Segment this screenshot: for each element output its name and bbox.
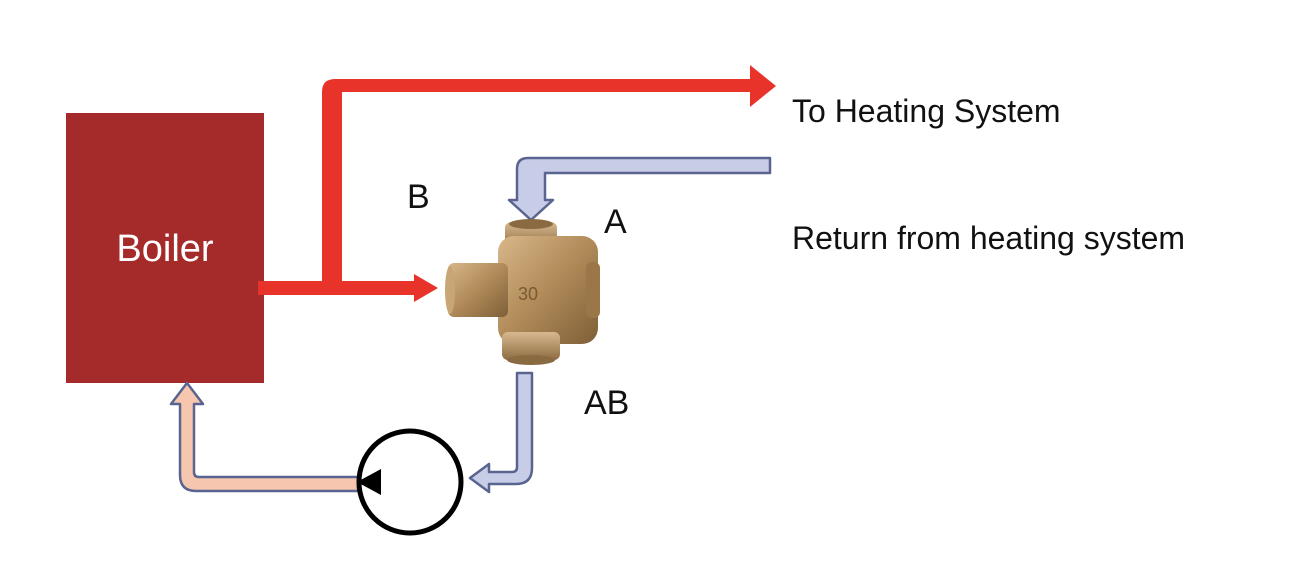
valve-to-pump-arrow	[468, 371, 534, 494]
valve-port-b-label: B	[407, 178, 430, 216]
hot-supply-arrow	[322, 65, 776, 290]
return-line-arrow	[507, 156, 772, 222]
to-heating-system-label: To Heating System	[792, 93, 1061, 129]
return-from-heating-label: Return from heating system	[792, 220, 1186, 256]
valve-port-a-label: A	[604, 203, 627, 241]
boiler-label: Boiler	[116, 228, 214, 270]
pump-to-boiler-arrow	[169, 381, 360, 493]
valve-port-ab-label: AB	[584, 384, 630, 422]
hot-branch-arrow	[258, 274, 438, 302]
svg-text:30: 30	[518, 284, 538, 304]
boiler-box	[66, 113, 264, 383]
mixing-valve-icon: 30	[445, 219, 600, 365]
pump-icon	[356, 428, 464, 536]
